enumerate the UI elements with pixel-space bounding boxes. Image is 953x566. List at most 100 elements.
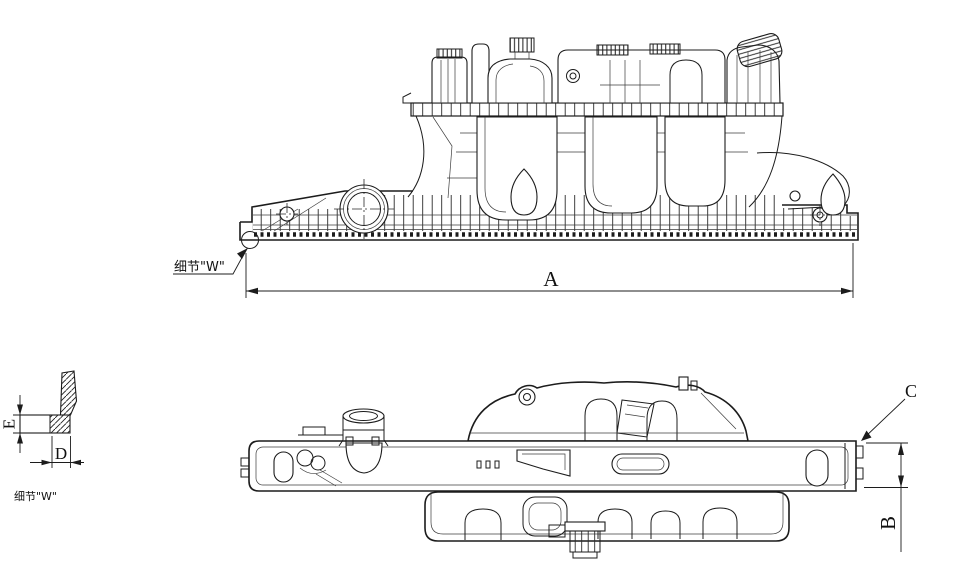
small-boss (789, 190, 801, 202)
lower-pod-inner (528, 502, 562, 531)
ear-bracket (756, 151, 850, 210)
dimension-b-arrow-bottom (898, 475, 904, 488)
detail-w-leader (173, 251, 246, 275)
dimension-a-arrow-right (841, 287, 853, 295)
spigot-tab-right (371, 436, 380, 446)
lower-arch-2 (597, 508, 633, 539)
top-flange-bar (410, 102, 784, 117)
runner-pod-1-inner (484, 117, 507, 213)
teardrop-boss-1 (510, 168, 538, 216)
canopy-arch (669, 59, 703, 103)
upper-body-port-inner (523, 393, 531, 401)
rail-slot-right (805, 449, 829, 487)
runner-pod-3 (664, 116, 726, 207)
dimension-c-label: C (905, 381, 917, 401)
canopy-rib-strip-2 (649, 43, 681, 55)
runner-pod-2 (584, 116, 658, 214)
lower-arch-4 (702, 507, 738, 539)
bolt-boss-left-centerline (276, 203, 298, 225)
dimension-a-label: A (543, 267, 559, 291)
rail-tick-marks (476, 460, 500, 469)
dimension-e-label: E (0, 419, 19, 429)
cap-rib-strip-1 (436, 48, 463, 59)
cap-dome (487, 58, 553, 104)
spigot-top-inner (349, 411, 378, 421)
rail-ribs-left (252, 209, 345, 231)
manifold-bottom-view (240, 376, 864, 559)
rail-left-tab-bottom (240, 468, 250, 478)
cap-stem-lines (514, 52, 530, 59)
dimension-c: C (861, 381, 917, 441)
dimension-e: E (0, 395, 27, 453)
rail-end-tab-bottom (855, 467, 864, 480)
stub-cap (572, 551, 598, 559)
dimension-e-arrow-top (17, 404, 23, 415)
rail-slot-mid-inner (616, 457, 665, 471)
rail-ribs-end (847, 216, 858, 231)
cap-rib-strip-2 (509, 37, 535, 53)
manifold-side-view (239, 33, 859, 241)
flange-left-tab (402, 92, 412, 104)
dimension-e-arrow-bottom (17, 433, 23, 444)
rail-slot-mid (611, 453, 670, 475)
dimension-c-leader (863, 398, 906, 439)
stub-side (548, 524, 566, 538)
dimension-d: D (30, 436, 84, 468)
detail-w-section: 细节"W" (14, 370, 78, 503)
rail-slot-left (273, 451, 294, 483)
lower-pod (522, 496, 568, 537)
dimension-b-lines (864, 442, 908, 552)
upper-body-funnel (616, 399, 655, 438)
upper-body-post-1 (678, 376, 689, 391)
teardrop-boss-2 (820, 173, 846, 216)
cap-ribbed-box (431, 56, 468, 104)
bowl-strut (432, 116, 453, 199)
bottom-rail-inner (255, 446, 849, 486)
snout-lines (736, 50, 772, 103)
cap-ribbed-box-lines (440, 59, 456, 103)
detail-w-leader-arrowhead (237, 248, 248, 259)
detail-w-caption: 细节"W" (14, 490, 57, 503)
detail-w-callout-label: 细节"W" (174, 260, 225, 275)
dimension-d-arrow-right (70, 459, 81, 466)
deck-tab (302, 426, 326, 436)
dimension-d-arrow-left (41, 459, 52, 466)
detail-w-arm-hatched (59, 370, 78, 416)
upper-body (467, 381, 749, 442)
cap-dome-arcs (495, 63, 545, 103)
detail-w-callout: 细节"W" (173, 231, 259, 275)
spigot-body (338, 416, 389, 447)
upper-body-port (518, 388, 536, 406)
dimension-a-arrow-left (246, 287, 258, 295)
rail-outline (239, 204, 859, 241)
dimension-a-lines (245, 243, 854, 298)
stub-ribbed-body (569, 530, 601, 553)
upper-body-post-2 (690, 380, 698, 391)
rail-end-tab-top (855, 445, 864, 459)
dimension-b-label: B (876, 516, 900, 530)
bolt-boss-right-centerline (810, 205, 830, 226)
canopy-cover (557, 49, 726, 104)
canopy-rib-strip-1 (596, 44, 629, 56)
lower-arch-1 (464, 508, 502, 540)
lower-body-inner (430, 492, 784, 535)
dimension-a: A (245, 243, 854, 298)
cap-thin-post (471, 43, 490, 104)
dimension-b-arrow-top (898, 443, 904, 455)
dimension-b: B (864, 442, 908, 552)
upper-body-detail-lines (470, 392, 744, 434)
lower-arch-3 (650, 510, 681, 539)
rail-blob-2 (310, 455, 326, 471)
lower-body (424, 491, 790, 542)
dimension-c-arrowhead (861, 430, 872, 441)
rail-left-tab-top (240, 457, 250, 467)
detail-w-bar-hatched (49, 414, 71, 434)
canopy-boss-inner (569, 72, 577, 80)
rail-flag-inner (522, 453, 566, 470)
dimension-d-label: D (55, 444, 67, 463)
spigot-skirt (345, 442, 383, 474)
bowl-right-edge (748, 115, 783, 208)
rail-flag (516, 449, 571, 477)
